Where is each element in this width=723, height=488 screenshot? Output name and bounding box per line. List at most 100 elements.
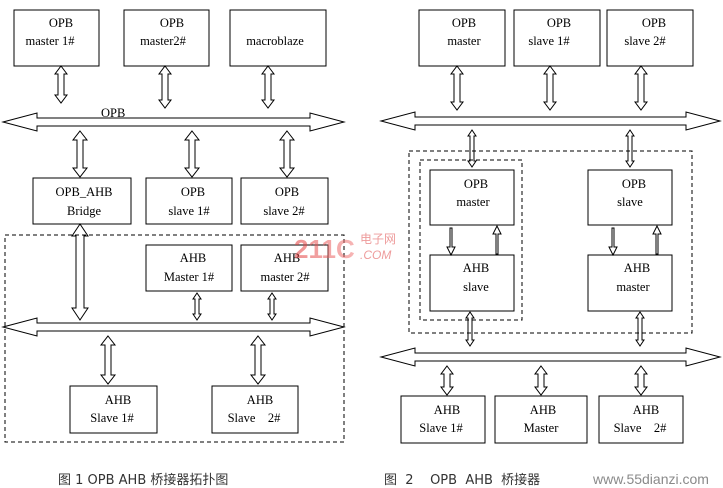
fig2-ahb-slave-1-line1: AHB xyxy=(434,403,460,417)
macroblaze-label: macroblaze xyxy=(246,34,304,48)
fig2-bridge-ahb-master-line1: AHB xyxy=(624,261,650,275)
fig2-arrow-master-opb xyxy=(450,65,464,111)
opb-master-1-line1: OPB xyxy=(49,16,73,30)
watermark-url: www.55dianzi.com xyxy=(592,471,709,487)
arrow-bridge-ahb xyxy=(71,223,89,321)
fig2-opb-master-line1: OPB xyxy=(452,16,476,30)
arrow-ahb-master2-bus xyxy=(267,292,277,321)
fig2-ahb-slave-1-line2: Slave 1# xyxy=(419,421,463,435)
fig2-opb-master-block xyxy=(418,9,506,67)
arrow-opb-slave1 xyxy=(183,130,201,178)
fig2-arrow-ahbmaster-to-opbslave xyxy=(652,224,662,255)
fig2-opb-slave-2-line1: OPB xyxy=(642,16,666,30)
figure-2-caption: 图 2 OPB AHB 桥接器 xyxy=(384,472,540,488)
arrow-opb-slave2 xyxy=(278,130,296,178)
watermark-backdrop xyxy=(540,462,723,488)
fig2-inner-dashed-frame xyxy=(419,159,523,321)
fig2-opb-slave-1-line2: slave 1# xyxy=(528,34,570,48)
bridge-line2: Bridge xyxy=(67,204,101,218)
fig2-bridge-dashed-frame xyxy=(408,150,693,334)
figure-2: OPB master OPB slave 1# OPB slave 2# xyxy=(379,9,722,488)
bottom-right-watermark: www.55dianzi.com xyxy=(540,462,723,488)
opb-bus-arrow xyxy=(1,112,346,132)
ahb-slave-2-block xyxy=(211,385,299,434)
fig2-ahb-slave-2-block xyxy=(598,395,684,444)
opb-slave-2-line2: slave 2# xyxy=(263,204,305,218)
fig2-bridge-opb-slave-block xyxy=(587,169,673,226)
opb-bus-label: OPB xyxy=(101,106,125,120)
ahb-bus-arrow xyxy=(1,317,346,337)
ahb-slave-1-block xyxy=(69,385,158,434)
ahb-slave-2-line2: Slave 2# xyxy=(228,411,282,425)
center-watermark-logo: 211C 电子网 .COM xyxy=(294,232,396,264)
watermark-logo-211c: 211C xyxy=(294,234,355,264)
fig2-bridge-ahb-master-block xyxy=(587,254,673,312)
arrow-macroblaze-opb xyxy=(261,65,275,109)
arrow-ahb-master1-bus xyxy=(192,292,202,321)
fig2-bridge-opb-master-line2: master xyxy=(456,195,490,209)
fig2-arrow-ahbslave-to-opbmaster xyxy=(492,224,502,255)
fig2-arrow-bus-slave2 xyxy=(634,365,648,396)
fig2-opb-slave-2-block xyxy=(606,9,694,67)
ahb-master-2-block xyxy=(240,244,329,292)
opb-ahb-bridge-block xyxy=(32,177,132,225)
fig2-opb-slave-1-block xyxy=(513,9,601,67)
ahb-slave-1-line2: Slave 1# xyxy=(90,411,134,425)
fig2-opb-slave-2-line2: slave 2# xyxy=(624,34,666,48)
ahb-master-1-block xyxy=(145,244,233,292)
fig2-opb-bus-arrow xyxy=(379,111,722,131)
fig2-arrow-slave2-opb xyxy=(634,65,648,111)
fig2-ahb-master-block xyxy=(494,395,588,444)
arrow-master1-opb xyxy=(54,65,68,104)
fig2-arrow-opb-bridge-slave xyxy=(625,129,635,168)
fig2-bridge-ahb-slave-block xyxy=(429,254,515,312)
arrow-master2-opb xyxy=(158,65,172,109)
arrow-ahb-bus-slave2 xyxy=(249,335,267,385)
ahb-master-1-line2: Master 1# xyxy=(164,270,215,284)
fig2-bridge-opb-slave-line2: slave xyxy=(617,195,643,209)
arrow-opb-bridge xyxy=(71,130,89,178)
ahb-slave-2-line1: AHB xyxy=(247,393,273,407)
fig2-bridge-opb-master-line1: OPB xyxy=(464,177,488,191)
opb-master-2-line2: master2# xyxy=(140,34,187,48)
fig2-ahb-slave-2-line1: AHB xyxy=(633,403,659,417)
opb-slave-2-block xyxy=(240,177,329,225)
fig2-arrow-ahbmaster-bus xyxy=(635,311,645,347)
bridge-line1: OPB_AHB xyxy=(56,185,113,199)
fig2-ahb-slave-2-line2: Slave 2# xyxy=(614,421,668,435)
fig2-arrow-ahbslave-bus xyxy=(465,311,475,347)
fig2-bridge-ahb-slave-line1: AHB xyxy=(463,261,489,275)
watermark-logo-com: .COM xyxy=(360,248,391,262)
fig2-arrow-opb-bridge-master xyxy=(467,129,477,168)
ahb-master-2-line2: master 2# xyxy=(261,270,311,284)
fig2-ahb-master-line2: Master xyxy=(524,421,560,435)
fig2-ahb-slave-1-block xyxy=(400,395,486,444)
opb-slave-1-line1: OPB xyxy=(181,185,205,199)
ahb-domain-dashed-frame xyxy=(4,234,345,443)
opb-slave-1-line2: slave 1# xyxy=(168,204,210,218)
fig2-arrow-bus-master xyxy=(534,365,548,396)
fig2-opb-master-line2: master xyxy=(447,34,481,48)
ahb-master-1-line1: AHB xyxy=(180,251,206,265)
fig2-arrow-bus-slave1 xyxy=(440,365,454,396)
opb-slave-2-line1: OPB xyxy=(275,185,299,199)
watermark-logo-cn: 电子网 xyxy=(360,232,396,246)
opb-master-2-line1: OPB xyxy=(160,16,184,30)
fig2-bridge-ahb-slave-line2: slave xyxy=(463,280,489,294)
opb-master-1-block xyxy=(13,9,100,67)
fig2-arrow-opbslave-to-ahbmaster xyxy=(608,227,618,257)
fig2-ahb-bus-arrow xyxy=(379,347,722,367)
fig2-ahb-master-line1: AHB xyxy=(530,403,556,417)
fig2-bridge-opb-slave-line1: OPB xyxy=(622,177,646,191)
fig2-arrow-opbmaster-to-ahbslave xyxy=(446,227,456,257)
ahb-master-2-line1: AHB xyxy=(274,251,300,265)
arrow-ahb-bus-slave1 xyxy=(99,335,117,385)
figure-1: OPB OPB master 1# OPB master2# macroblaz… xyxy=(1,9,346,488)
macroblaze-block xyxy=(229,9,327,67)
opb-slave-1-block xyxy=(145,177,233,225)
opb-master-1-line2: master 1# xyxy=(26,34,76,48)
ahb-slave-1-line1: AHB xyxy=(105,393,131,407)
fig2-arrow-slave1-opb xyxy=(543,65,557,111)
fig2-opb-slave-1-line1: OPB xyxy=(547,16,571,30)
opb-master-2-block xyxy=(123,9,210,67)
